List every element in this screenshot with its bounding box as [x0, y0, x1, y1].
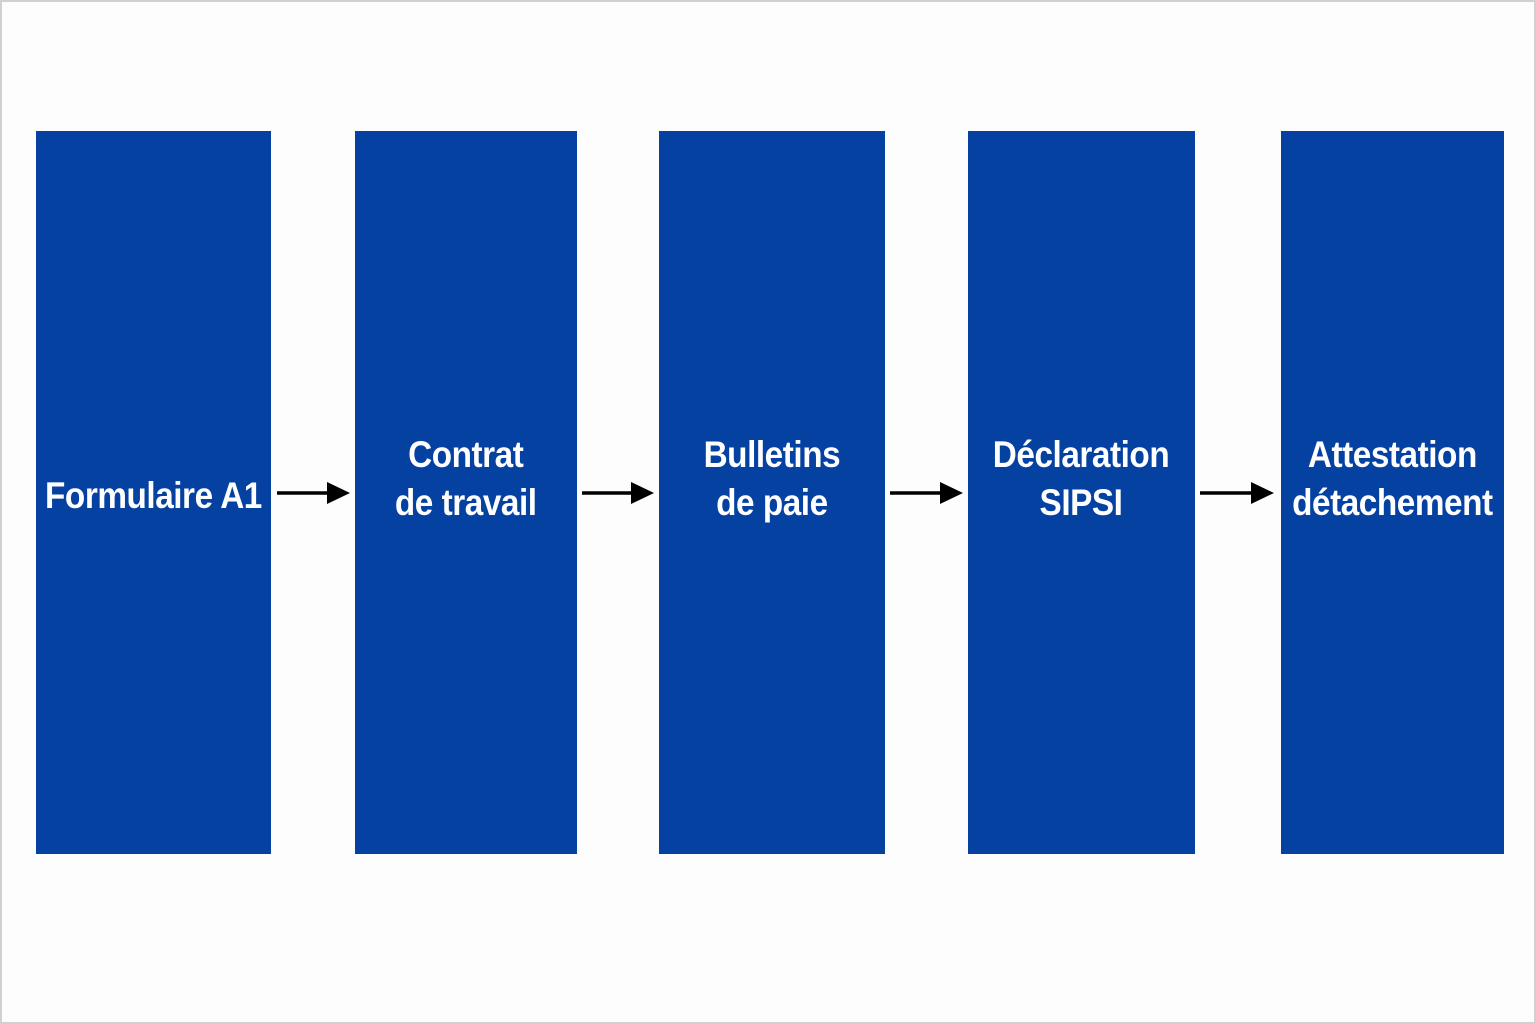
step-label-line: détachement	[1292, 481, 1493, 523]
step-label-line: SIPSI	[1040, 481, 1123, 523]
step-box-formulaire-a1: Formulaire A1	[36, 131, 271, 854]
step-label-line: Bulletins	[703, 433, 841, 475]
step-label: Attestation détachement	[1292, 431, 1493, 527]
step-label-line: de paie	[716, 481, 828, 523]
arrow-right-icon	[890, 482, 963, 504]
step-label-line: Formulaire A1	[45, 474, 262, 516]
arrow-right-icon	[277, 482, 350, 504]
step-label-line: Déclaration	[993, 433, 1170, 475]
step-box-declaration-sipsi: Déclaration SIPSI	[968, 131, 1195, 854]
step-box-contrat-de-travail: Contrat de travail	[355, 131, 577, 854]
step-label-line: Contrat	[408, 433, 524, 475]
step-label-line: Attestation	[1308, 433, 1477, 475]
arrow-right-icon	[582, 482, 654, 504]
step-label-line: de travail	[395, 481, 537, 523]
step-label: Contrat de travail	[395, 431, 537, 527]
step-box-attestation-detachement: Attestation détachement	[1281, 131, 1504, 854]
step-box-bulletins-de-paie: Bulletins de paie	[659, 131, 885, 854]
step-label: Bulletins de paie	[704, 431, 841, 527]
arrow-right-icon	[1200, 482, 1274, 504]
step-label: Déclaration SIPSI	[993, 431, 1170, 527]
step-label: Formulaire A1	[45, 472, 262, 520]
